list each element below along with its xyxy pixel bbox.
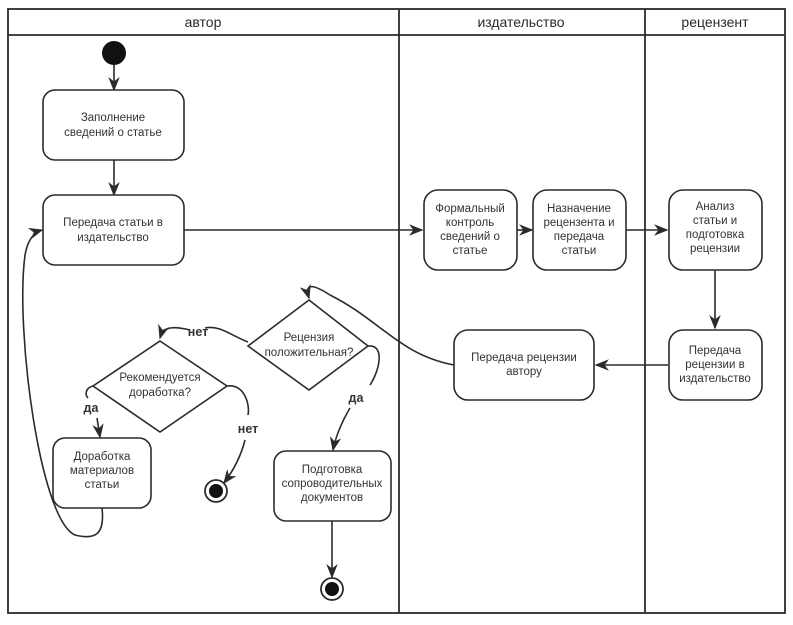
svg-text:материалов: материалов <box>70 465 134 477</box>
svg-text:документов: документов <box>301 492 363 504</box>
svg-text:сведений о статье: сведений о статье <box>64 127 162 139</box>
edge-sendauthor-positive <box>299 283 455 366</box>
svg-text:положительная?: положительная? <box>265 347 354 359</box>
edge-positive-no-b <box>158 323 191 340</box>
svg-text:подготовка: подготовка <box>686 229 745 241</box>
svg-text:издательство: издательство <box>77 232 149 244</box>
edge-positive-yes-a <box>367 345 380 386</box>
svg-text:Передача статьи в: Передача статьи в <box>63 217 163 229</box>
svg-text:рецензии: рецензии <box>690 243 740 255</box>
action-analyze: Анализ статьи и подготовка рецензии <box>668 189 763 271</box>
action-send-review-author: Передача рецензии автору <box>453 329 595 401</box>
svg-text:Анализ: Анализ <box>696 201 735 213</box>
svg-text:Передача: Передача <box>689 345 742 357</box>
edge-revision-yes-b <box>92 417 104 439</box>
svg-text:статье: статье <box>453 245 488 257</box>
action-send-review-publisher: Передача рецензии в издательство <box>668 329 763 401</box>
final-node-accept <box>320 577 344 601</box>
guard-revision-yes: да <box>84 401 100 415</box>
svg-text:сопроводительных: сопроводительных <box>282 478 383 490</box>
final-node-reject <box>204 479 228 503</box>
svg-text:статьи: статьи <box>85 479 120 491</box>
lane-title-publisher: издательство <box>477 14 564 30</box>
edge-positive-yes-b <box>329 407 351 452</box>
svg-text:рецензента и: рецензента и <box>543 217 614 229</box>
swimlane-frame <box>7 8 786 614</box>
action-fill-info: Заполнение сведений о статье <box>42 89 185 161</box>
pool-border <box>7 8 786 614</box>
svg-text:Рекомендуется: Рекомендуется <box>119 372 200 384</box>
svg-text:автору: автору <box>506 366 542 378</box>
svg-text:издательство: издательство <box>679 373 751 385</box>
edge-revision-no-b <box>223 439 246 485</box>
action-formal-check: Формальный контроль сведений о статье <box>423 189 518 271</box>
action-revise: Доработка материалов статьи <box>52 437 152 509</box>
edge-positive-no-a <box>204 326 249 343</box>
svg-text:Передача рецензии: Передача рецензии <box>471 352 577 364</box>
edge-revision-yes-a <box>85 385 94 399</box>
lane-title-reviewer: рецензент <box>681 14 749 30</box>
svg-text:Доработка: Доработка <box>74 451 131 463</box>
initial-node <box>102 41 126 65</box>
edge-revision-no-a <box>226 385 250 416</box>
guard-revision-no: нет <box>238 422 258 436</box>
action-prepare-docs: Подготовка сопроводительных документов <box>273 450 392 522</box>
svg-text:статьи: статьи <box>562 245 597 257</box>
lane-title-author: автор <box>185 14 222 30</box>
svg-text:Подготовка: Подготовка <box>302 464 363 476</box>
guard-positive-yes: да <box>349 391 365 405</box>
svg-text:Заполнение: Заполнение <box>81 112 145 124</box>
svg-text:Рецензия: Рецензия <box>284 332 335 344</box>
decision-revision-recommended: Рекомендуется доработка? <box>91 340 229 433</box>
action-send-article: Передача статьи в издательство <box>42 194 185 266</box>
svg-text:сведений о: сведений о <box>440 231 500 243</box>
svg-text:передача: передача <box>554 231 605 243</box>
decision-review-positive: Рецензия положительная? <box>246 298 370 391</box>
edge-revise-send <box>22 228 104 538</box>
guard-positive-no: нет <box>188 325 208 339</box>
svg-text:контроль: контроль <box>446 217 494 229</box>
svg-text:рецензии в: рецензии в <box>685 359 744 371</box>
svg-text:Формальный: Формальный <box>435 203 505 215</box>
svg-text:статьи и: статьи и <box>693 215 737 227</box>
action-assign-reviewer: Назначение рецензента и передача статьи <box>532 189 627 271</box>
svg-text:Назначение: Назначение <box>547 203 611 215</box>
svg-text:доработка?: доработка? <box>129 387 191 399</box>
edges <box>22 65 721 579</box>
